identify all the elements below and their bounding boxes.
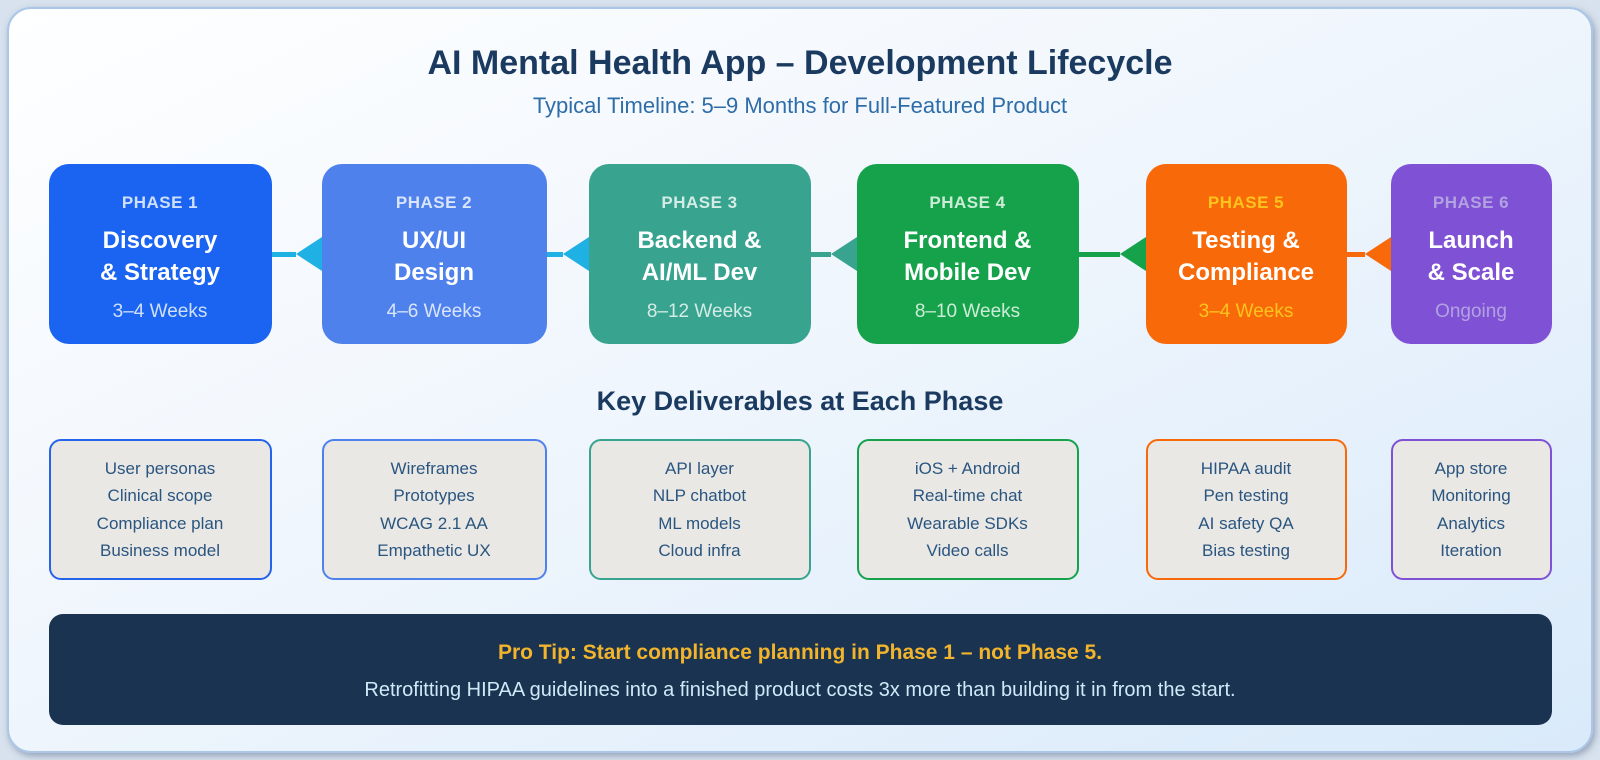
phase-card-4: PHASE 4 Frontend & Mobile Dev 8–10 Weeks <box>856 164 1079 344</box>
deliverable-item: App store <box>1434 458 1508 478</box>
spacer <box>811 439 857 580</box>
deliverable-item: Monitoring <box>1431 486 1511 505</box>
phase-1-title-line2: & Strategy <box>99 259 221 286</box>
phase-1-duration: 3–4 Weeks <box>112 301 208 322</box>
phase-3-title: Backend & AI/ML Dev <box>637 225 761 289</box>
deliverables-card-6: App store Monitoring Analytics Iteration <box>1390 439 1552 580</box>
deliverables-card-4: iOS + Android Real-time chat Wearable SD… <box>856 439 1079 580</box>
phase-3-title-line2: AI/ML Dev <box>641 259 758 286</box>
phase-6-title-line1: Launch <box>1428 227 1514 254</box>
phase-3-duration: 8–12 Weeks <box>646 301 753 322</box>
deliverable-item: Bias testing <box>1202 541 1290 560</box>
deliverable-item: Compliance plan <box>96 513 224 533</box>
phase-3-label: PHASE 3 <box>661 193 738 212</box>
spacer <box>1079 439 1146 580</box>
deliverables-card-3: API layer NLP chatbot ML models Cloud in… <box>588 439 811 580</box>
phase-card-1: PHASE 1 Discovery & Strategy 3–4 Weeks <box>48 164 272 344</box>
phase-5-label: PHASE 5 <box>1207 193 1285 212</box>
deliverables-card-1: User personas Clinical scope Compliance … <box>48 439 272 580</box>
phase-1-label: PHASE 1 <box>121 193 199 212</box>
connector-line <box>810 251 831 257</box>
phase-2-label: PHASE 2 <box>395 193 473 212</box>
deliverable-item: ML models <box>658 513 741 533</box>
deliverables-heading: Key Deliverables at Each Phase <box>596 386 1004 416</box>
deliverable-item: Iteration <box>1440 541 1502 560</box>
flow-connector-1 <box>271 164 322 344</box>
phase-4-duration: 8–10 Weeks <box>914 301 1021 322</box>
connector-line <box>1078 251 1120 257</box>
phase-6-title-line2: & Scale <box>1427 259 1515 286</box>
phase-6-label: PHASE 6 <box>1432 193 1510 212</box>
phase-4-label: PHASE 4 <box>929 193 1006 212</box>
phase-5-title-line2: Compliance <box>1177 259 1315 286</box>
pro-tip-banner: Pro Tip: Start compliance planning in Ph… <box>48 614 1552 725</box>
deliverable-item: Pen testing <box>1203 486 1289 505</box>
phase-3-title-line1: Backend & <box>637 227 762 254</box>
deliverables-row: User personas Clinical scope Compliance … <box>48 439 1552 580</box>
arrow-left-icon <box>1119 237 1146 271</box>
deliverable-item: Business model <box>99 541 220 560</box>
connector-line <box>1346 251 1365 257</box>
phase-6-duration: Ongoing <box>1435 301 1507 322</box>
deliverable-item: User personas <box>104 458 216 478</box>
phase-1-title-line1: Discovery <box>102 227 218 254</box>
deliverable-item: Clinical scope <box>107 486 213 505</box>
phase-2-title: UX/UI Design <box>394 225 474 289</box>
deliverable-item: HIPAA audit <box>1200 458 1292 478</box>
spacer <box>272 439 322 580</box>
phase-5-duration: 3–4 Weeks <box>1198 301 1294 322</box>
phase-5-title-line1: Testing & <box>1192 227 1300 254</box>
flow-connector-4 <box>1078 164 1146 344</box>
header: AI Mental Health App – Development Lifec… <box>9 9 1591 119</box>
arrow-left-icon <box>830 237 857 271</box>
connector-line <box>546 251 563 257</box>
deliverables-card-2: Wireframes Prototypes WCAG 2.1 AA Empath… <box>321 439 547 580</box>
deliverable-item: NLP chatbot <box>652 486 747 505</box>
phase-5-title: Testing & Compliance <box>1178 225 1314 289</box>
deliverable-item: Empathetic UX <box>377 541 491 560</box>
deliverable-item: Cloud infra <box>658 541 741 560</box>
deliverable-item: Video calls <box>926 541 1009 560</box>
pro-tip-headline: Pro Tip: Start compliance planning in Ph… <box>497 641 1103 664</box>
phase-card-3: PHASE 3 Backend & AI/ML Dev 8–12 Weeks <box>588 164 811 344</box>
phase-4-title-line1: Frontend & <box>903 227 1032 254</box>
arrow-left-icon <box>295 237 322 271</box>
connector-line <box>271 251 296 257</box>
phase-card-5: PHASE 5 Testing & Compliance 3–4 Weeks <box>1145 164 1347 344</box>
phase-card-2: PHASE 2 UX/UI Design 4–6 Weeks <box>321 164 547 344</box>
phase-card-6: PHASE 6 Launch & Scale Ongoing <box>1390 164 1552 344</box>
page-title: AI Mental Health App – Development Lifec… <box>427 44 1173 82</box>
phase-4-title: Frontend & Mobile Dev <box>904 225 1032 289</box>
phase-6-title: Launch & Scale <box>1428 225 1515 289</box>
phase-4-title-line2: Mobile Dev <box>904 259 1031 286</box>
deliverable-item: Analytics <box>1436 513 1506 533</box>
spacer <box>547 439 589 580</box>
arrow-left-icon <box>1364 237 1391 271</box>
spacer <box>1347 439 1391 580</box>
deliverable-item: Real-time chat <box>912 486 1023 505</box>
phase-2-duration: 4–6 Weeks <box>386 301 482 322</box>
arrow-left-icon <box>562 237 589 271</box>
flow-connector-5 <box>1346 164 1391 344</box>
phase-flow-row: PHASE 1 Discovery & Strategy 3–4 Weeks P… <box>48 164 1552 344</box>
phase-2-title-line2: Design <box>393 259 474 286</box>
deliverable-item: AI safety QA <box>1198 513 1294 533</box>
phase-1-title: Discovery & Strategy <box>100 225 220 289</box>
infographic-canvas: AI Mental Health App – Development Lifec… <box>7 7 1593 753</box>
deliverable-item: Prototypes <box>393 486 475 505</box>
flow-connector-3 <box>810 164 857 344</box>
phase-2-title-line1: UX/UI <box>401 227 466 254</box>
deliverable-item: Wireframes <box>390 458 478 478</box>
page-subtitle: Typical Timeline: 5–9 Months for Full-Fe… <box>532 93 1068 118</box>
deliverable-item: iOS + Android <box>914 458 1021 478</box>
pro-tip-body: Retrofitting HIPAA guidelines into a fin… <box>364 679 1236 701</box>
deliverable-item: WCAG 2.1 AA <box>380 513 488 533</box>
deliverable-item: API layer <box>665 458 734 478</box>
deliverables-card-5: HIPAA audit Pen testing AI safety QA Bia… <box>1145 439 1347 580</box>
deliverable-item: Wearable SDKs <box>907 513 1028 533</box>
flow-connector-2 <box>546 164 589 344</box>
